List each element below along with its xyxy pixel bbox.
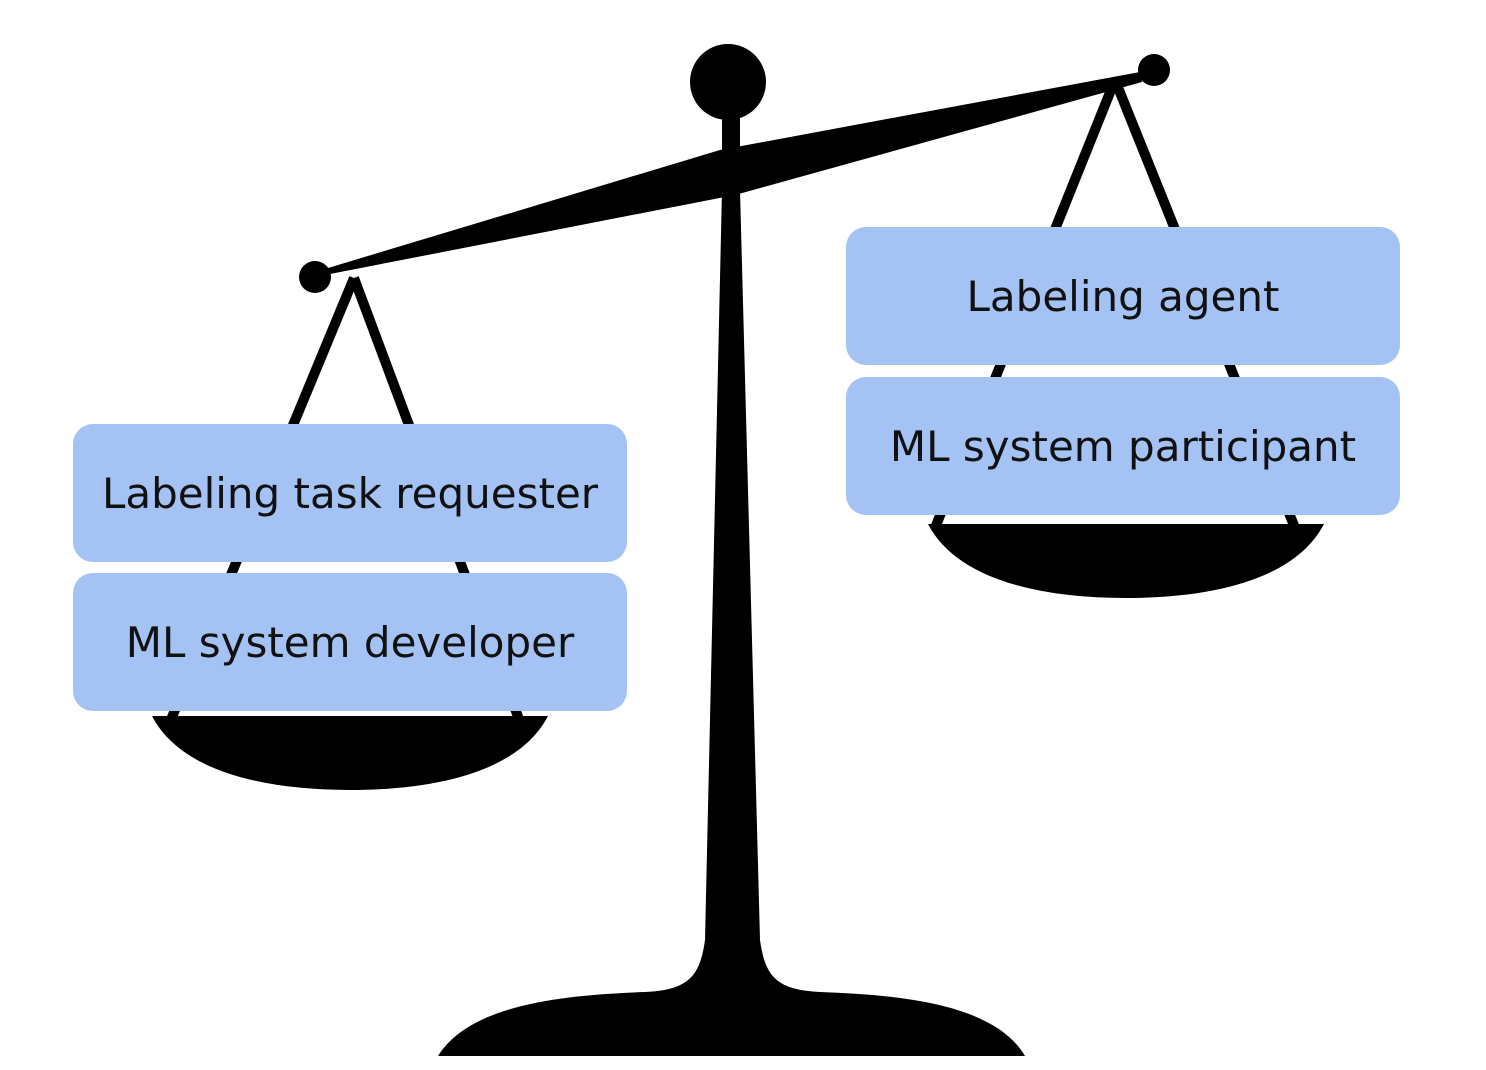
scale-beam [328, 72, 1142, 274]
left-pan-label-1: Labeling task requester [73, 424, 627, 562]
beam-left-knob [299, 261, 331, 293]
scale-base [438, 190, 1025, 1056]
beam-right-knob [1138, 54, 1170, 86]
left-pan [152, 716, 548, 790]
right-pan [928, 524, 1324, 598]
right-pan-label-2: ML system participant [846, 377, 1400, 515]
right-pan-label-1: Labeling agent [846, 227, 1400, 365]
scale-top-knob [690, 44, 766, 120]
left-pan-label-2: ML system developer [73, 573, 627, 711]
